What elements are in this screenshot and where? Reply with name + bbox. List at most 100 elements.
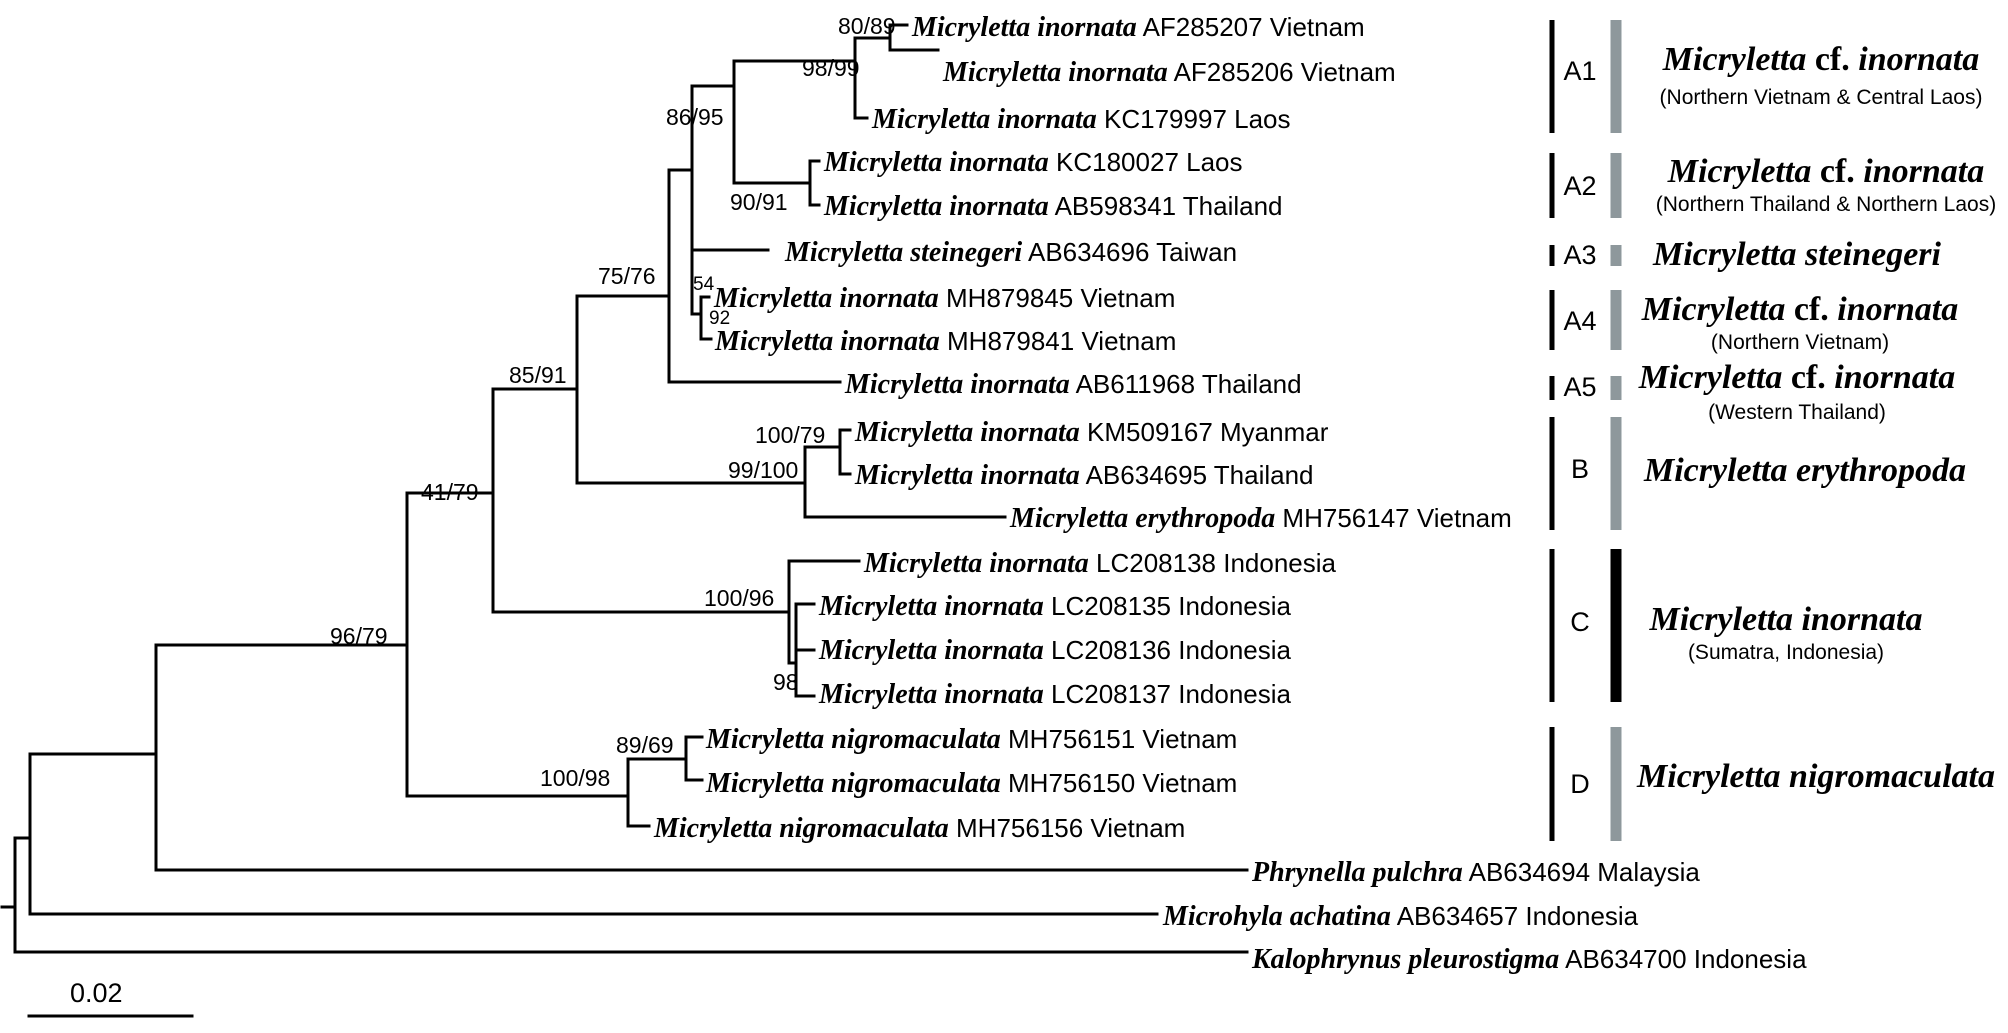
clade-taxon-part: cf.: [1782, 359, 1834, 396]
clade-taxon-part: cf.: [1806, 41, 1858, 78]
tip-label: Phrynella pulchra AB634694 Malaysia: [1251, 857, 1700, 888]
tip-label: Microhyla achatina AB634657 Indonesia: [1162, 901, 1639, 932]
tip-label: Micryletta nigromaculata MH756150 Vietna…: [705, 768, 1237, 799]
tip-accession: LC208138 Indonesia: [1089, 548, 1337, 578]
tip-label: Micryletta steinegeri AB634696 Taiwan: [784, 237, 1237, 268]
tip-taxon: Micryletta inornata: [823, 191, 1049, 222]
clade-taxon-part: Micryletta: [1662, 41, 1807, 78]
clade-id: A2: [1563, 171, 1596, 201]
clade-id: B: [1571, 454, 1589, 484]
support-value: 85/91: [509, 362, 567, 388]
tip-accession: MH879841 Vietnam: [940, 326, 1177, 356]
tip-label: Micryletta inornata LC208138 Indonesia: [863, 548, 1337, 579]
tip-label: Micryletta inornata MH879845 Vietnam: [713, 283, 1175, 314]
scale-bar-label: 0.02: [70, 978, 123, 1008]
tip-taxon: Micryletta inornata: [714, 326, 940, 357]
clade-region: (Western Thailand): [1708, 401, 1886, 424]
tip-taxon: Micryletta inornata: [942, 57, 1168, 88]
support-value: 100/98: [540, 765, 610, 791]
tip-label: Micryletta inornata AB598341 Thailand: [823, 191, 1283, 222]
tip-accession: KC179997 Laos: [1097, 104, 1291, 134]
tip-label: Micryletta inornata AB611968 Thailand: [844, 369, 1302, 400]
tip-taxon: Kalophrynus pleurostigma: [1251, 944, 1559, 975]
clade-a5: A5 Micryletta cf. inornata (Western Thaila…: [1549, 359, 1955, 424]
tip-taxon: Micryletta inornata: [818, 635, 1044, 666]
tip-accession: MH756151 Vietnam: [1001, 724, 1238, 754]
clade-taxon-name: Micryletta steinegeri: [1652, 236, 1942, 273]
tip-accession: LC208136 Indonesia: [1044, 635, 1292, 665]
clade-taxon-part: inornata: [1863, 153, 1984, 190]
clade-c: C Micryletta inornata (Sumatra, Indonesia): [1549, 549, 1923, 702]
tip-taxon: Micryletta inornata: [818, 591, 1044, 622]
tip-label: Micryletta nigromaculata MH756156 Vietna…: [653, 813, 1185, 844]
tip-accession: AB634700 Indonesia: [1559, 944, 1807, 974]
tip-accession: AB634694 Malaysia: [1463, 857, 1701, 887]
scale-bar: 0.02: [27, 978, 194, 1018]
tip-taxon: Micryletta inornata: [871, 104, 1097, 135]
tip-label: Micryletta inornata MH879841 Vietnam: [714, 326, 1176, 357]
tip-label: Micryletta inornata AF285207 Vietnam: [911, 12, 1365, 43]
tree-branches: [0, 23, 1249, 954]
tip-taxon: Phrynella pulchra: [1251, 857, 1463, 888]
clade-region: (Sumatra, Indonesia): [1688, 641, 1884, 664]
clade-taxon-part: Micryletta: [1641, 291, 1786, 328]
support-value: 100/96: [704, 585, 774, 611]
tip-accession: AB634657 Indonesia: [1391, 901, 1639, 931]
clade-id: C: [1570, 607, 1590, 637]
clade-id: D: [1570, 769, 1590, 799]
clade-id: A5: [1563, 372, 1596, 402]
support-value: 98: [773, 669, 799, 695]
tip-label: Micryletta inornata LC208136 Indonesia: [818, 635, 1292, 666]
clade-taxon-name: Micryletta cf. inornata: [1641, 291, 1958, 328]
clade-taxon-part: inornata: [1834, 359, 1955, 396]
tip-label: Micryletta nigromaculata MH756151 Vietna…: [705, 724, 1237, 755]
support-value: 92: [709, 308, 730, 329]
tip-accession: AB634695 Thailand: [1080, 460, 1314, 490]
tip-label: Micryletta inornata LC208135 Indonesia: [818, 591, 1292, 622]
tip-accession: KC180027 Laos: [1049, 147, 1243, 177]
clade-taxon-part: Micryletta nigromaculata: [1636, 758, 1995, 795]
tip-taxon: Micryletta inornata: [818, 679, 1044, 710]
support-value: 75/76: [598, 263, 656, 289]
support-value: 98/99: [802, 55, 860, 81]
clade-taxon-name: Micryletta cf. inornata: [1667, 153, 1984, 190]
clade-taxon-name: Micryletta erythropoda: [1643, 452, 1966, 489]
clade-taxon-name: Micryletta inornata: [1649, 601, 1923, 638]
clade-taxon-name: Micryletta cf. inornata: [1638, 359, 1955, 396]
support-value: 80/89: [838, 13, 896, 39]
tip-accession: LC208135 Indonesia: [1044, 591, 1292, 621]
tip-accession: AB611968 Thailand: [1070, 369, 1302, 399]
clade-taxon-part: cf.: [1811, 153, 1863, 190]
clade-id: A3: [1563, 240, 1596, 270]
tip-taxon: Micryletta inornata: [713, 283, 939, 314]
tip-accession: MH879845 Vietnam: [939, 283, 1176, 313]
clade-taxon-part: cf.: [1785, 291, 1837, 328]
clade-d: D Micryletta nigromaculata: [1549, 727, 1995, 841]
support-value: 41/79: [421, 479, 479, 505]
tip-taxon: Micryletta nigromaculata: [653, 813, 949, 844]
tip-label: Micryletta inornata KC179997 Laos: [871, 104, 1291, 135]
tip-label: Micryletta erythropoda MH756147 Vietnam: [1009, 503, 1512, 534]
tip-label: Kalophrynus pleurostigma AB634700 Indone…: [1251, 944, 1807, 975]
support-value: 86/95: [666, 104, 724, 130]
tip-taxon: Micryletta inornata: [854, 417, 1080, 448]
support-value: 96/79: [330, 623, 388, 649]
support-value: 90/91: [730, 189, 788, 215]
tip-taxon: Micryletta inornata: [823, 147, 1049, 178]
support-value: 89/69: [616, 732, 674, 758]
clade-taxon-part: Micryletta steinegeri: [1652, 236, 1942, 273]
tip-taxon: Micryletta erythropoda: [1009, 503, 1275, 534]
support-value: 54: [693, 274, 715, 295]
clade-taxon-part: Micryletta: [1638, 359, 1783, 396]
tip-taxon: Micryletta inornata: [863, 548, 1089, 579]
clade-region: (Northern Vietnam): [1711, 331, 1889, 354]
tip-taxon: Micryletta nigromaculata: [705, 724, 1001, 755]
tip-labels: Micryletta inornata AF285207 VietnamMicr…: [653, 12, 1807, 975]
clade-taxon-part: inornata: [1837, 291, 1958, 328]
clade-a3: A3 Micryletta steinegeri: [1549, 236, 1942, 273]
